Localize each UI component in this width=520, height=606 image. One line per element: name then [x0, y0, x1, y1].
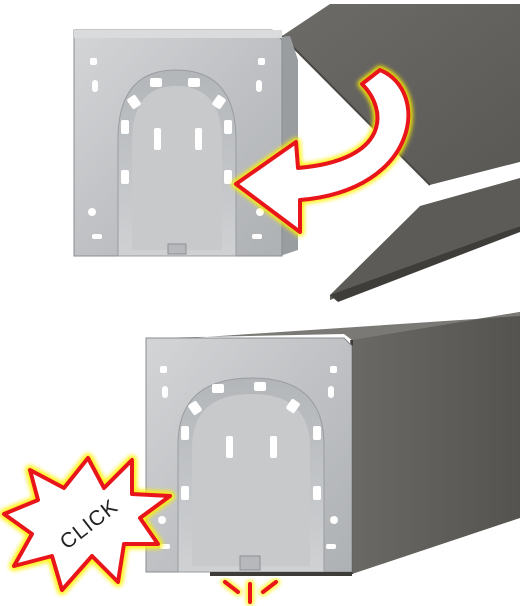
snap-indicator-lines — [225, 582, 276, 602]
step-1-illustration — [74, 4, 520, 302]
click-burst: CLICK — [4, 458, 170, 590]
end-plate-2 — [146, 338, 352, 576]
end-plate-1 — [74, 30, 282, 256]
step-2-illustration: CLICK — [4, 312, 520, 602]
